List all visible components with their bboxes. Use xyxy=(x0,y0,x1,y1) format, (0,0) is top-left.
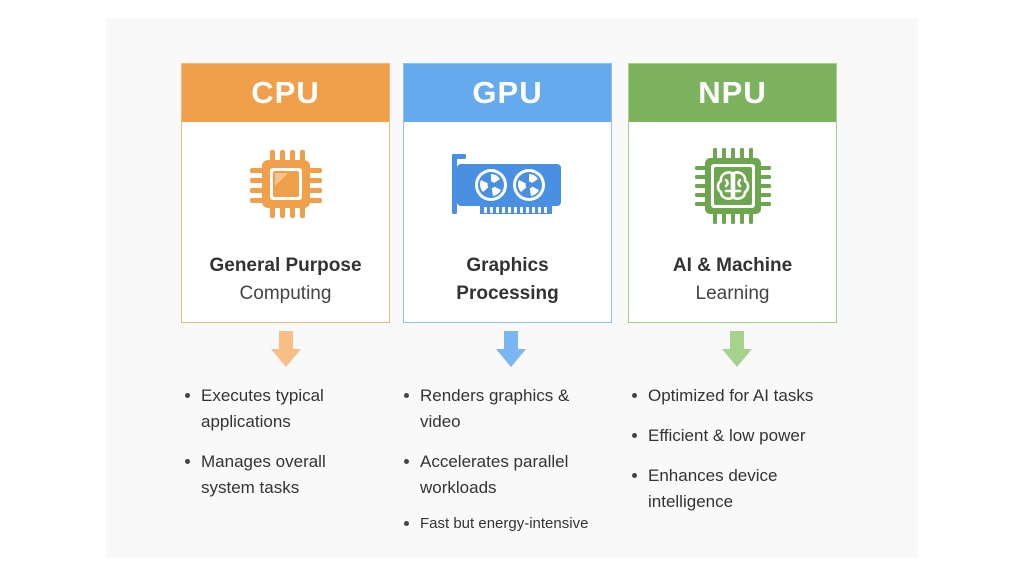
bullet-text: Executes typical xyxy=(201,386,324,405)
gpu-title-bold-2: Processing xyxy=(456,283,559,304)
npu-title-bold: AI & Machine xyxy=(672,255,793,276)
gpu-card: GPU xyxy=(403,63,612,323)
list-item: Fast but energy-intensive xyxy=(402,511,627,537)
list-item: Efficient & low power xyxy=(630,423,860,449)
list-item: Accelerates parallel workloads xyxy=(402,449,627,501)
list-item: Executes typical applications xyxy=(183,383,383,435)
cpu-card: CPU General Purpose Computing xyxy=(181,63,390,323)
cpu-title-bold: General Purpose xyxy=(209,255,362,276)
npu-title-regular: Learning xyxy=(695,283,770,304)
gpu-down-arrow-icon xyxy=(496,331,526,367)
cpu-bullet-list: Executes typical applications Manages ov… xyxy=(183,383,383,501)
cpu-card-title: General Purpose Computing xyxy=(182,252,389,308)
cpu-card-header: CPU xyxy=(182,64,389,122)
cpu-header-label: CPU xyxy=(251,75,320,110)
npu-card: NPU AI & Machine Learning xyxy=(628,63,837,323)
bullet-text: workloads xyxy=(420,478,497,497)
graphics-card-icon xyxy=(404,146,611,222)
ai-brain-chip-icon xyxy=(629,146,836,226)
bullet-text: Manages overall xyxy=(201,452,326,471)
npu-header-label: NPU xyxy=(698,75,767,110)
bullet-text: applications xyxy=(201,412,291,431)
bullet-text: Optimized for AI tasks xyxy=(648,386,814,405)
bullet-text: Efficient & low power xyxy=(648,426,806,445)
gpu-card-title: Graphics Processing xyxy=(404,252,611,308)
cpu-title-regular: Computing xyxy=(239,283,332,304)
npu-bullet-list: Optimized for AI tasks Efficient & low p… xyxy=(630,383,860,515)
bullet-text: system tasks xyxy=(201,478,300,497)
bullet-text: Enhances device xyxy=(648,466,778,485)
list-item: Optimized for AI tasks xyxy=(630,383,860,409)
bullet-text: video xyxy=(420,412,461,431)
bullet-text: intelligence xyxy=(648,492,734,511)
bullet-text: Accelerates parallel xyxy=(420,452,569,471)
list-item: Manages overall system tasks xyxy=(183,449,383,501)
gpu-bullet-list: Renders graphics & video Accelerates par… xyxy=(402,383,627,537)
cpu-down-arrow-icon xyxy=(271,331,301,367)
list-item: Renders graphics & video xyxy=(402,383,627,435)
gpu-title-bold: Graphics xyxy=(466,255,549,276)
npu-card-title: AI & Machine Learning xyxy=(629,252,836,308)
bullet-text: Renders graphics & xyxy=(420,386,570,405)
gpu-header-label: GPU xyxy=(472,75,543,110)
list-item: Enhances device intelligence xyxy=(630,463,860,515)
npu-card-header: NPU xyxy=(629,64,836,122)
gpu-card-header: GPU xyxy=(404,64,611,122)
processor-chip-icon xyxy=(182,146,389,222)
npu-down-arrow-icon xyxy=(722,331,752,367)
bullet-text: Fast but energy-intensive xyxy=(420,515,589,532)
